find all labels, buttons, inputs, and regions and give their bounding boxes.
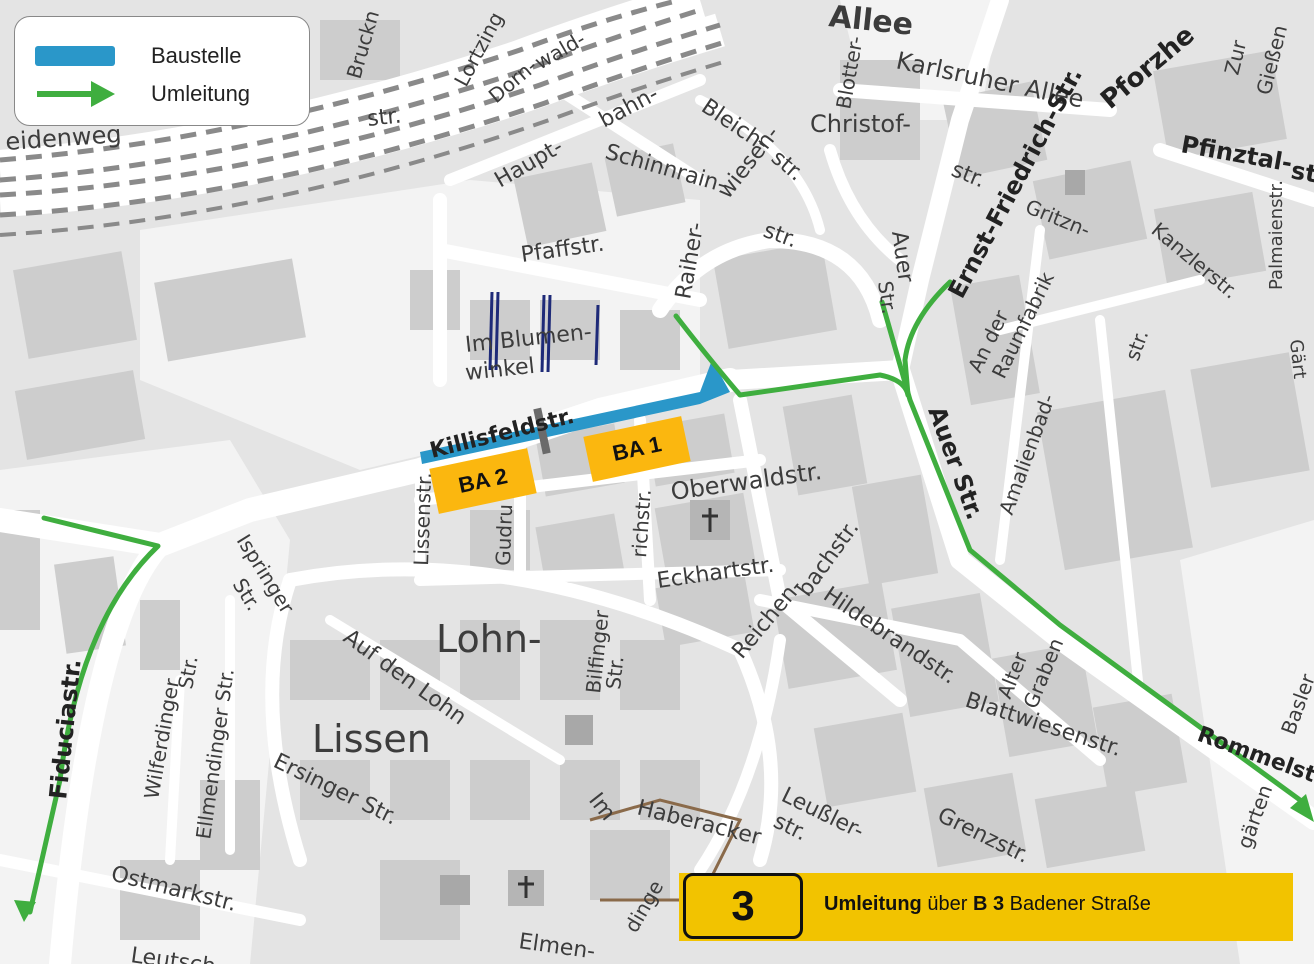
detour-route-ref: B 3 [972,893,1005,915]
legend-row-detour: Umleitung [35,79,250,109]
district-label: Lohn- [436,617,542,661]
detour-route-east [673,313,911,398]
detour-arrowhead-south [14,900,36,922]
street-label: Str. [873,279,901,315]
parking-lines [488,291,600,373]
tram-tracks [589,798,743,902]
street-label: richstr. [627,488,656,558]
map-legend: Baustelle Umleitung [14,16,310,126]
detour-via: über [927,893,968,915]
street-label: Lissenstr. [409,472,436,566]
construction-zone [420,360,730,464]
detour-arrow-icon [37,81,115,107]
detour-arrowhead-east [1290,794,1314,822]
church-icon [690,500,730,540]
section-divider [533,407,551,455]
street-label: Gudru [491,504,517,567]
church-icon [508,870,544,906]
street-label: Str. [601,655,628,691]
detour-route-auer [879,299,1303,803]
detour-routes [27,279,1303,915]
street-label: Palmaienstr. [1266,180,1287,290]
detour-word: Umleitung [824,893,922,915]
construction-swatch [35,46,115,66]
route-shield: 3 [683,873,803,939]
district-label: Lissen [312,717,431,761]
street-label: Gärt [1285,338,1310,379]
detour-road-name: Badener Straße [1009,893,1151,915]
detour-route-west [27,515,161,915]
legend-row-construction: Baustelle [35,43,242,69]
street-label: Str. [173,654,202,691]
building-blocks [0,20,1310,940]
legend-label: Baustelle [151,43,242,68]
street-label: str. [366,104,403,132]
detour-description: Umleitung über B 3 Badener Straße [824,893,1151,916]
legend-label: Umleitung [151,81,251,106]
detour-route-north [902,279,953,398]
special-buildings [440,170,1085,905]
street-label: Christof- [810,110,911,138]
street-label: st [1289,156,1314,188]
railway-tracks [0,0,731,237]
